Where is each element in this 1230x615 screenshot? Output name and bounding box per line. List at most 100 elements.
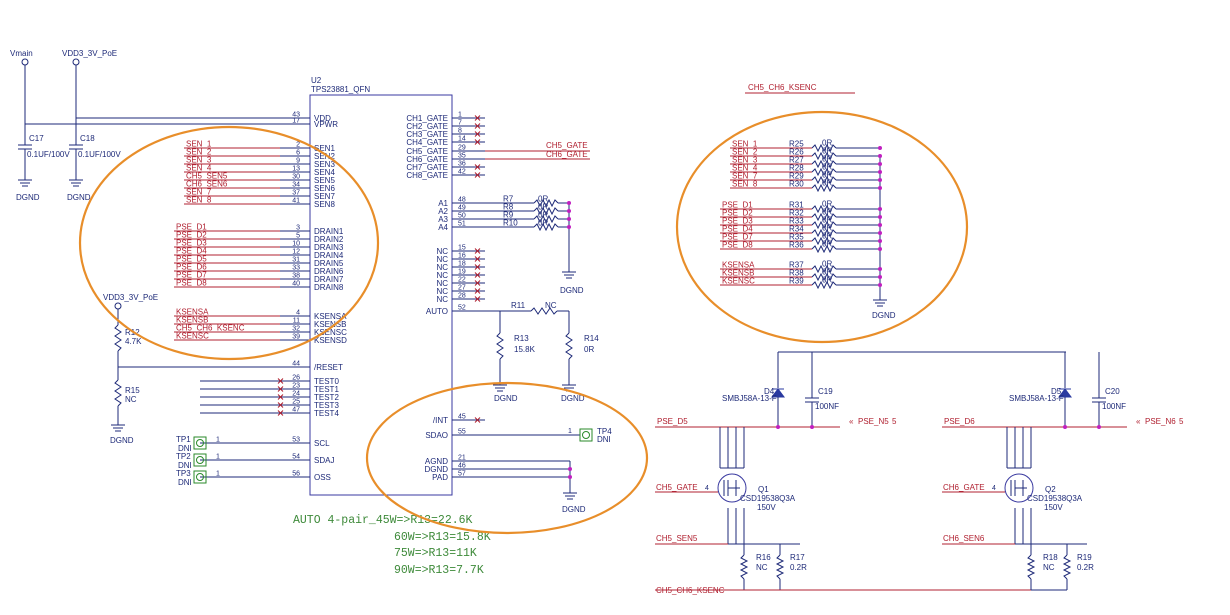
resistor-symbol [811,228,837,238]
resistor-value: NC [1043,563,1055,572]
c17-ref: C17 [29,134,44,143]
pin-number: 47 [292,407,300,414]
junction-dot [1097,425,1101,429]
dgnd-label: DGND [872,311,896,320]
pin-name: NC [436,255,448,264]
net-label: PSE_D5 [176,255,207,264]
no-connect-mark [277,410,284,416]
pin-number: 6 [296,150,300,157]
highlight-oval [365,381,649,535]
net-label: SEN_1 [186,140,212,149]
net-label: KSENSB [722,269,754,278]
resistor-symbol [811,244,837,254]
net-label: KSENSA [722,261,755,270]
pin-number: 32 [292,326,300,333]
test-point-dni: DNI [178,478,192,487]
resistor-ref: R16 [756,553,771,562]
pin-number: 42 [458,169,466,176]
r14-value: 0R [584,345,594,354]
r15-ref: R15 [125,386,140,395]
resistor-symbol [811,143,837,153]
net-label: KSENSB [176,316,208,325]
junction-dot [878,170,882,174]
pin-number: 12 [292,249,300,256]
pin-number: 38 [292,273,300,280]
resistor-symbol [811,220,837,230]
pin-number: 37 [292,190,300,197]
diode-ref: D5 [1051,387,1062,396]
dgnd-label: DGND [561,394,585,403]
junction-dot [878,154,882,158]
net-label: SEN_2 [186,148,212,157]
test-point-pad [193,470,207,484]
pin-name: TEST3 [314,401,339,410]
junction-dot [878,239,882,243]
pin-name: /INT [433,416,448,425]
no-connect-mark [474,248,481,254]
resistor-ref: R18 [1043,553,1058,562]
resistor-ref: R28 [789,164,804,173]
pin-name: TEST0 [314,377,339,386]
junction-dot [878,247,882,251]
note-line: 60W=>R13=15.8K [394,531,491,544]
cap-ref: C20 [1105,387,1120,396]
resistor-value: 0R [822,155,832,164]
pin-name: SEN6 [314,184,335,193]
resistor-value: 0R [822,208,832,217]
net-label: CH5_GATE [656,483,698,492]
note-line: AUTO 4-pair_45W=>R13=22.6K [293,514,473,527]
pin-number: 11 [293,318,300,325]
net-label: SEN_4 [732,164,758,173]
net-label: SEN_8 [186,196,212,205]
pin-number: 57 [458,471,466,478]
pin-name: SEN8 [314,200,335,209]
resistor-value: 0R [822,240,832,249]
pin-name: A4 [438,223,448,232]
resistor-symbol [811,212,837,222]
no-connect-mark [474,296,481,302]
net-label: CH6_SEN6 [943,534,985,543]
pin-name: SEN3 [314,160,335,169]
resistor-ref: R31 [789,201,804,210]
pin-number: 1 [216,437,220,444]
net-label: SEN_3 [732,156,758,165]
junction-dot [567,201,571,205]
junction-dot [878,283,882,287]
pin-number: 52 [458,305,466,312]
net-label: CH5_SEN5 [186,172,228,181]
net-label: PSE_D3 [176,239,207,248]
r13-ref: R13 [514,334,529,343]
pin-name: AUTO [426,307,448,316]
pin-number: 36 [458,161,466,168]
test-point-ref: TP3 [176,469,191,478]
port-arrow: « [849,417,854,426]
test-point-pad [193,453,207,467]
pin-name: NC [436,271,448,280]
junction-dot [567,209,571,213]
pin-name: DRAIN5 [314,259,344,268]
auto-circuit: R11 NC R13 15.8K DGND R14 0R DGND [452,301,599,403]
pin-number: 19 [458,269,466,276]
resistor-ref: R32 [789,209,804,218]
no-connect-mark [474,172,481,178]
resistor-symbol [811,167,837,177]
junction-dot [878,162,882,166]
resistor-ref: R39 [789,277,804,286]
pin-number: 1 [216,454,220,461]
pin-name: DRAIN2 [314,235,344,244]
pin-number: 48 [458,197,466,204]
tp4-ref: TP4 [597,427,612,436]
resistor-ref: R34 [789,225,804,234]
resistor-symbol [811,280,837,290]
resistor-ref: R19 [1077,553,1092,562]
pin-number: 3 [296,225,300,232]
pin-name: A1 [438,199,448,208]
resistor-value: 0R [822,224,832,233]
r14-ref: R14 [584,334,599,343]
pin-number: 5 [1179,417,1184,426]
pin-number: 39 [292,334,300,341]
pin-name: CH6_GATE [406,155,448,164]
resistor-ref: R30 [789,180,804,189]
resistor-value: 0R [538,203,548,212]
pin-number: 46 [458,463,466,470]
